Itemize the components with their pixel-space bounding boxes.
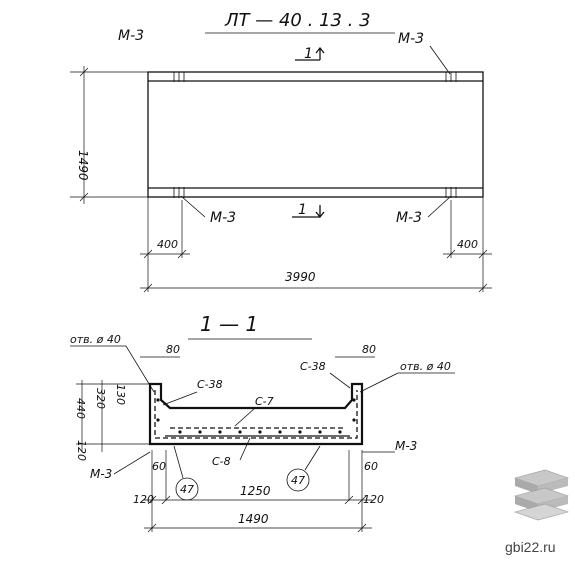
- hole-left-label: отв. ø 40: [70, 333, 121, 346]
- watermark-logo: [513, 469, 570, 521]
- loop-top-right: [445, 72, 457, 82]
- loop-top-left: [173, 72, 185, 82]
- marker-bottom-right: М-3: [396, 210, 422, 226]
- drawing-title: ЛТ — 40 . 13 . 3: [224, 10, 371, 31]
- section-mark-bottom: 1: [292, 202, 325, 219]
- hole-left-leader: [125, 345, 155, 393]
- label-c8: С-8: [212, 455, 231, 468]
- dim-edge-right-label: 400: [457, 238, 478, 251]
- label-c38-left: С-38: [197, 378, 223, 391]
- dim-width-label: 1490: [76, 150, 90, 181]
- dim-wall-top-left-label: 80: [166, 343, 180, 356]
- plan-view: М-3 М-3 М-3 М-3 1 1 1490: [70, 28, 492, 293]
- dim-edge-left-label: 400: [157, 238, 178, 251]
- trough-profile: [148, 382, 364, 446]
- dim-height-chamfer-label: 130: [114, 384, 127, 405]
- leader-bottom-left: [180, 195, 206, 218]
- mark-47-right: 47: [291, 474, 305, 487]
- dim-length-label: 3990: [285, 270, 316, 284]
- leader-top-right: [429, 45, 451, 75]
- marker-top-left: М-3: [118, 28, 144, 44]
- hole-right-leader: [359, 372, 399, 393]
- mark-47-right-circle: [286, 468, 310, 492]
- dim-wall-bottom-right-label: 120: [363, 493, 384, 506]
- mark-47-left: 47: [180, 483, 194, 496]
- support-left-label: 60: [152, 460, 166, 473]
- section-mark-top: 1: [295, 46, 325, 62]
- section-title: 1 — 1: [200, 312, 258, 336]
- section-marker-right: М-3: [395, 439, 417, 453]
- rebar-dots: [156, 398, 356, 434]
- section-marker-left: М-3: [90, 467, 112, 481]
- section-label-bottom: 1: [298, 202, 307, 218]
- section-label-top: 1: [304, 46, 313, 62]
- loop-bottom-left: [173, 187, 185, 198]
- support-right-label: 60: [364, 460, 378, 473]
- label-c38-right: С-38: [300, 360, 326, 373]
- plan-outline: [147, 71, 484, 198]
- label-c7: С-7: [255, 395, 274, 408]
- hole-right-label: отв. ø 40: [400, 360, 451, 373]
- dim-wall-top-right-label: 80: [362, 343, 376, 356]
- leader-bottom-right: [427, 195, 452, 218]
- dim-inner-width-label: 1250: [240, 484, 271, 498]
- dim-slab-thickness-label: 120: [75, 440, 88, 461]
- dim-height-inner-label: 320: [94, 388, 107, 409]
- watermark-text: gbi22.ru: [505, 539, 556, 555]
- marker-top-right: М-3: [398, 31, 424, 47]
- marker-bottom-left: М-3: [210, 210, 236, 226]
- dim-height-total-label: 440: [74, 398, 87, 419]
- section-view: 1 — 1 отв. ø 40 отв. ø 40 80 80: [70, 312, 455, 533]
- dim-outer-width-label: 1490: [238, 512, 269, 526]
- dim-wall-bottom-left-label: 120: [133, 493, 154, 506]
- rebar-c38-outline: [154, 390, 358, 439]
